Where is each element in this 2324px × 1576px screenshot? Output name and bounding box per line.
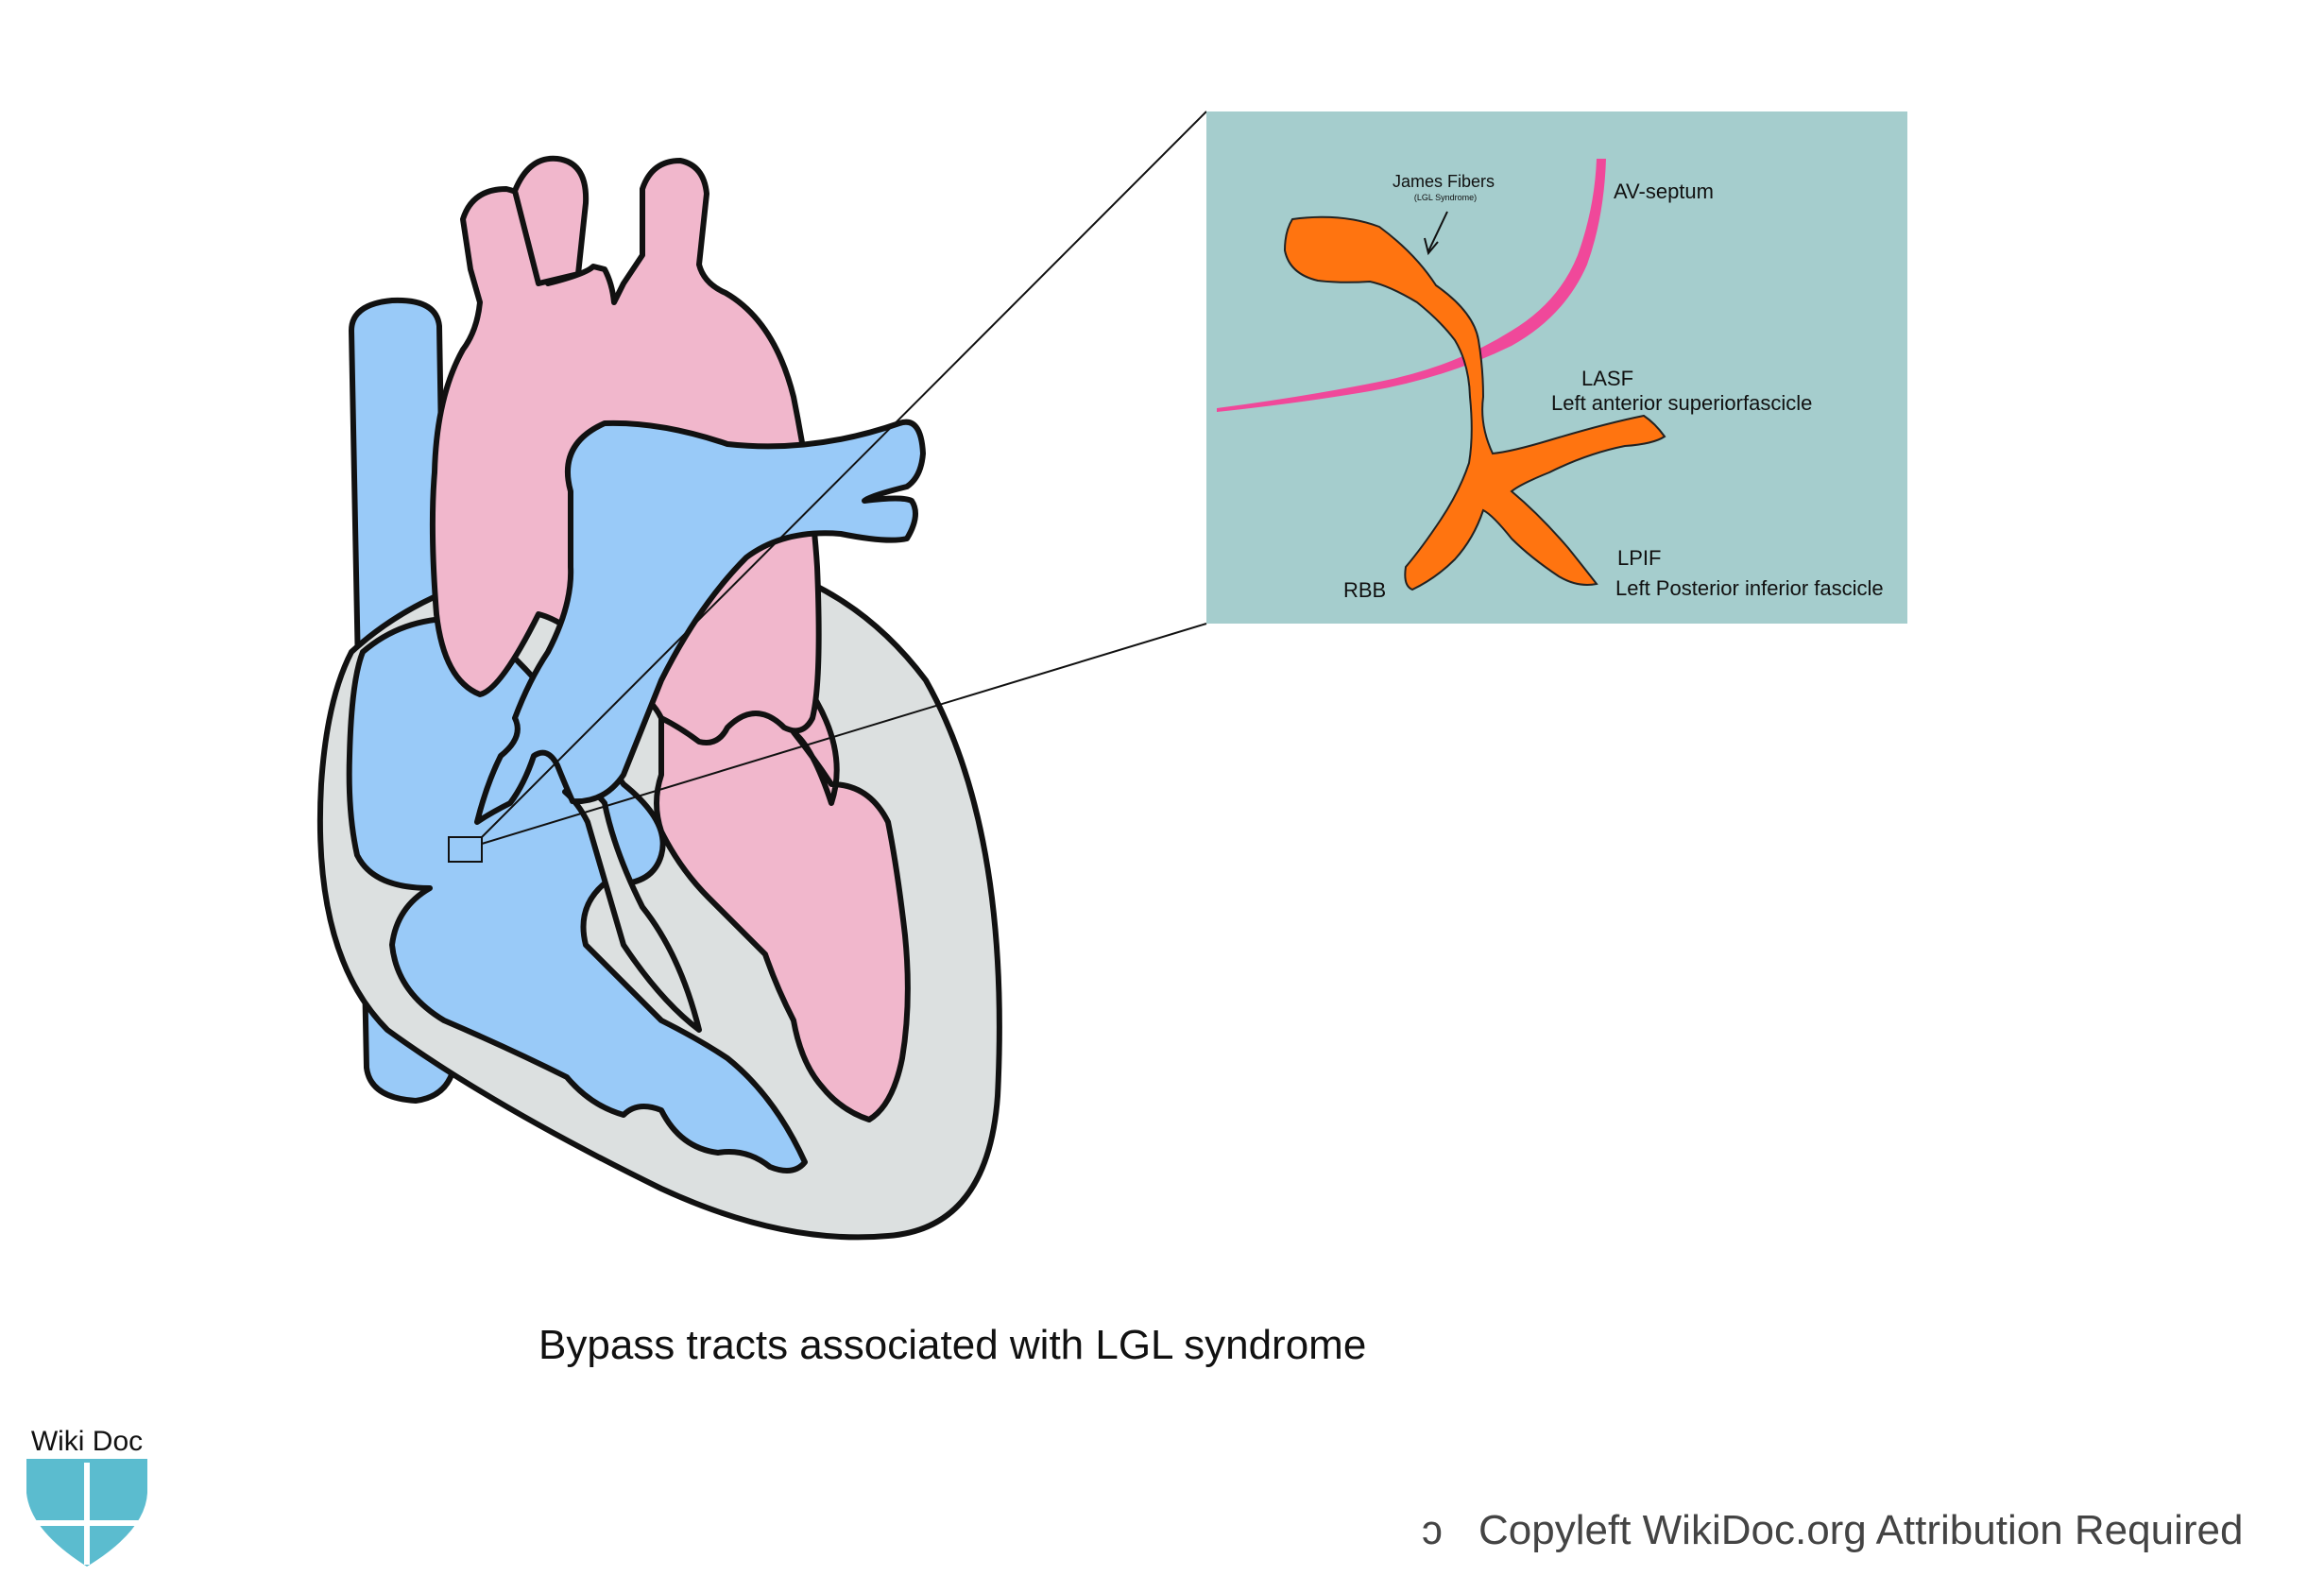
right-ventricle	[346, 615, 808, 1173]
copyleft-icon: ↄ	[1422, 1507, 1443, 1553]
copyleft-text: Copyleft WikiDoc.org Attribution Require…	[1478, 1507, 2243, 1553]
conduction-pathway	[1283, 215, 1666, 591]
label-lpif-full: Left Posterior inferior fascicle	[1615, 576, 1884, 600]
logo-text: Wiki Doc	[31, 1426, 143, 1457]
left-ventricle	[654, 669, 911, 1122]
brachiocephalic-artery	[512, 155, 590, 286]
pulmonary-artery	[474, 419, 926, 825]
label-rbb: RBB	[1343, 578, 1386, 602]
conduction-inset: James Fibers (LGL Syndrome) AV-septum LA…	[1206, 111, 1907, 624]
wikidoc-logo: Wiki Doc	[26, 1417, 147, 1567]
heart-illustration	[316, 155, 1002, 1241]
zoom-region-marker	[448, 836, 483, 863]
figure-caption: Bypass tracts associated with LGL syndro…	[538, 1322, 1366, 1368]
tricuspid-valve	[562, 786, 702, 1033]
james-fibers-arrow	[1427, 211, 1448, 252]
label-av-septum: AV-septum	[1614, 180, 1714, 203]
zoom-line-top	[481, 111, 1207, 838]
zoom-line-bottom	[481, 623, 1207, 845]
label-lasf-full: Left anterior superiorfascicle	[1551, 391, 1812, 415]
label-james-fibers: James Fibers	[1393, 172, 1495, 191]
james-fibers-arrowhead	[1424, 237, 1439, 256]
label-james-subtitle: (LGL Syndrome)	[1414, 193, 1477, 202]
label-lpif: LPIF	[1617, 546, 1661, 570]
label-lasf: LASF	[1581, 367, 1633, 390]
